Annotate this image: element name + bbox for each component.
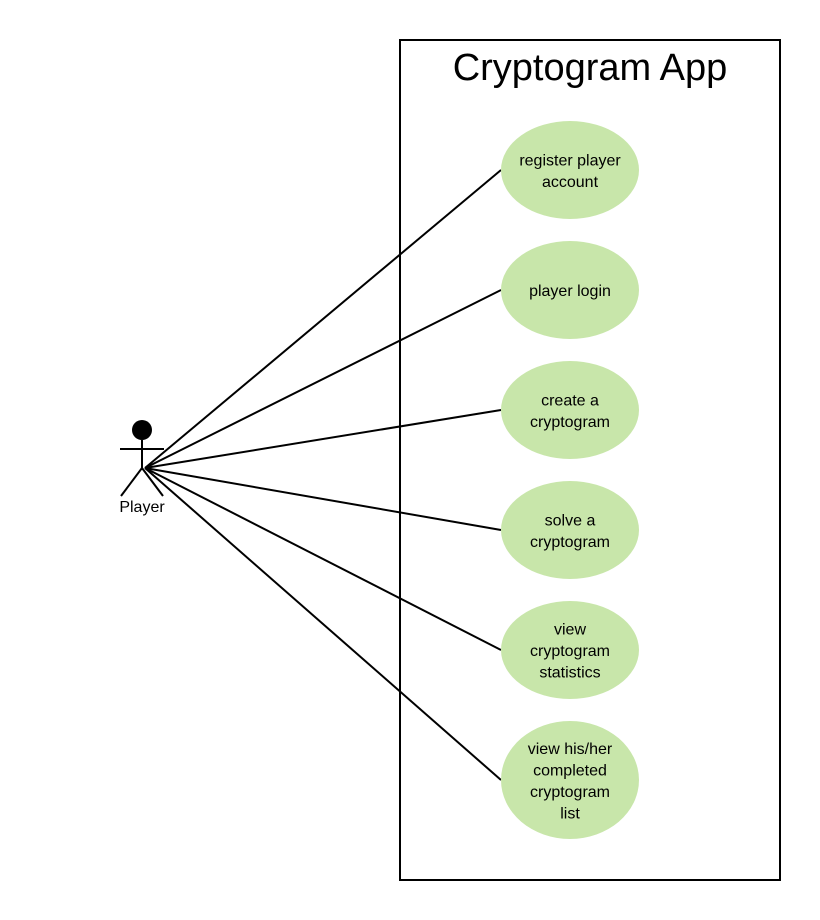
actor-label: Player	[119, 499, 165, 516]
use-case-label: cryptogram	[530, 534, 610, 551]
use-case-label: view his/her	[528, 741, 613, 758]
use-case-ellipse	[501, 121, 639, 219]
use-case-create: create a cryptogram	[501, 361, 639, 459]
use-case-register: register player account	[501, 121, 639, 219]
use-case-login: player login	[501, 241, 639, 339]
association-statistics	[144, 467, 502, 651]
use-case-ellipse	[501, 481, 639, 579]
use-case-label: register player	[519, 152, 621, 169]
actor-player: Player	[119, 420, 165, 516]
actor-right-leg	[141, 467, 164, 497]
association-create	[144, 409, 502, 469]
use-case-ellipse	[501, 241, 639, 339]
actor-left-leg	[120, 467, 143, 497]
use-case-label: player login	[529, 283, 611, 300]
use-case-label: solve a	[545, 512, 596, 529]
use-case-ellipse	[501, 361, 639, 459]
use-case-label: list	[560, 805, 580, 822]
use-case-statistics: view cryptogram statistics	[501, 601, 639, 699]
use-case-label: completed	[533, 762, 607, 779]
use-case-label: account	[542, 174, 599, 191]
association-register	[144, 169, 502, 469]
use-case-ellipse	[501, 601, 639, 699]
associations	[144, 169, 502, 781]
use-case-label: cryptogram	[530, 784, 610, 801]
use-case-label: view	[554, 622, 586, 639]
actor-head	[132, 420, 152, 440]
use-case-label: cryptogram	[530, 643, 610, 660]
use-case-label: cryptogram	[530, 414, 610, 431]
use-case-completed-list: view his/her completed cryptogram list	[501, 721, 639, 839]
use-case-label: statistics	[539, 665, 600, 682]
system-title: Cryptogram App	[453, 47, 728, 89]
use-cases: register player account player login create…	[501, 121, 639, 839]
association-solve	[144, 467, 502, 531]
association-login	[144, 289, 502, 469]
use-case-solve: solve a cryptogram	[501, 481, 639, 579]
use-case-label: create a	[541, 392, 599, 409]
association-completed-list	[144, 467, 502, 781]
use-case-ellipse	[501, 721, 639, 839]
